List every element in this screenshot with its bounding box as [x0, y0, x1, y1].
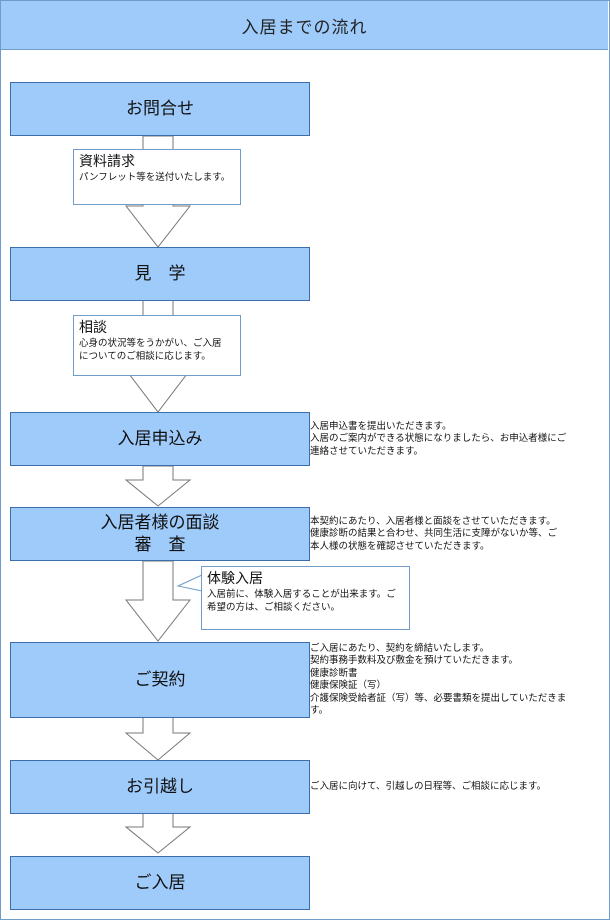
note-title: 体験入居 [207, 571, 263, 587]
note-text: 入居前に、体験入居することが出来ます。ご 希望の方は、ご相談ください。 [207, 589, 396, 613]
step-label: 入居者様の面談 [100, 513, 220, 533]
arrow-3 [124, 465, 192, 507]
arrow-6 [124, 812, 192, 854]
desc-contract: ご入居にあたり、契約を締結いたします。 契約事務手数料及び敷金を預けていただきま… [310, 643, 567, 717]
step-inquiry: お問合せ [10, 82, 310, 136]
note-consultation: 相談 心身の状況等をうかがい、ご入居 についてのご相談に応じます。 [73, 315, 241, 376]
step-application: 入居申込み [10, 412, 310, 466]
step-moving: お引越し [10, 760, 310, 814]
step-move-in: ご入居 [10, 856, 310, 910]
step-visit: 見 学 [10, 247, 310, 301]
note-title: 資料請求 [79, 154, 135, 170]
desc-application: 入居申込書を提出いただきます。 入居のご案内ができる状態になりましたら、お申込者… [310, 421, 567, 457]
step-label: 見 学 [134, 264, 186, 284]
desc-moving: ご入居に向けて、引越しの日程等、ご相談に応じます。 [310, 781, 547, 792]
note-text: パンフレット等を送付いたします。 [79, 172, 231, 183]
note-brochure: 資料請求 パンフレット等を送付いたします。 [73, 149, 241, 205]
step-interview: 入居者様の面談 審 査 [10, 507, 310, 561]
note-trial-stay: 体験入居 入居前に、体験入居することが出来ます。ご 希望の方は、ご相談ください。 [201, 566, 410, 630]
callout-pointer [176, 574, 203, 592]
arrow-4 [124, 560, 192, 642]
arrow-5 [124, 715, 192, 761]
desc-interview: 本契約にあたり、入居者様と面談をさせていただきます。 健康診断の結果と合わせ、共… [310, 516, 558, 552]
step-label-2: 審 査 [134, 535, 186, 555]
note-title: 相談 [79, 320, 107, 336]
step-label: ご契約 [134, 670, 186, 690]
page-title: 入居までの流れ [1, 1, 608, 50]
step-label: ご入居 [134, 873, 186, 893]
step-label: お引越し [126, 777, 194, 797]
note-text: 心身の状況等をうかがい、ご入居 についてのご相談に応じます。 [79, 338, 222, 362]
step-label: お問合せ [126, 99, 194, 119]
step-contract: ご契約 [10, 642, 310, 718]
step-label: 入居申込み [117, 429, 203, 449]
